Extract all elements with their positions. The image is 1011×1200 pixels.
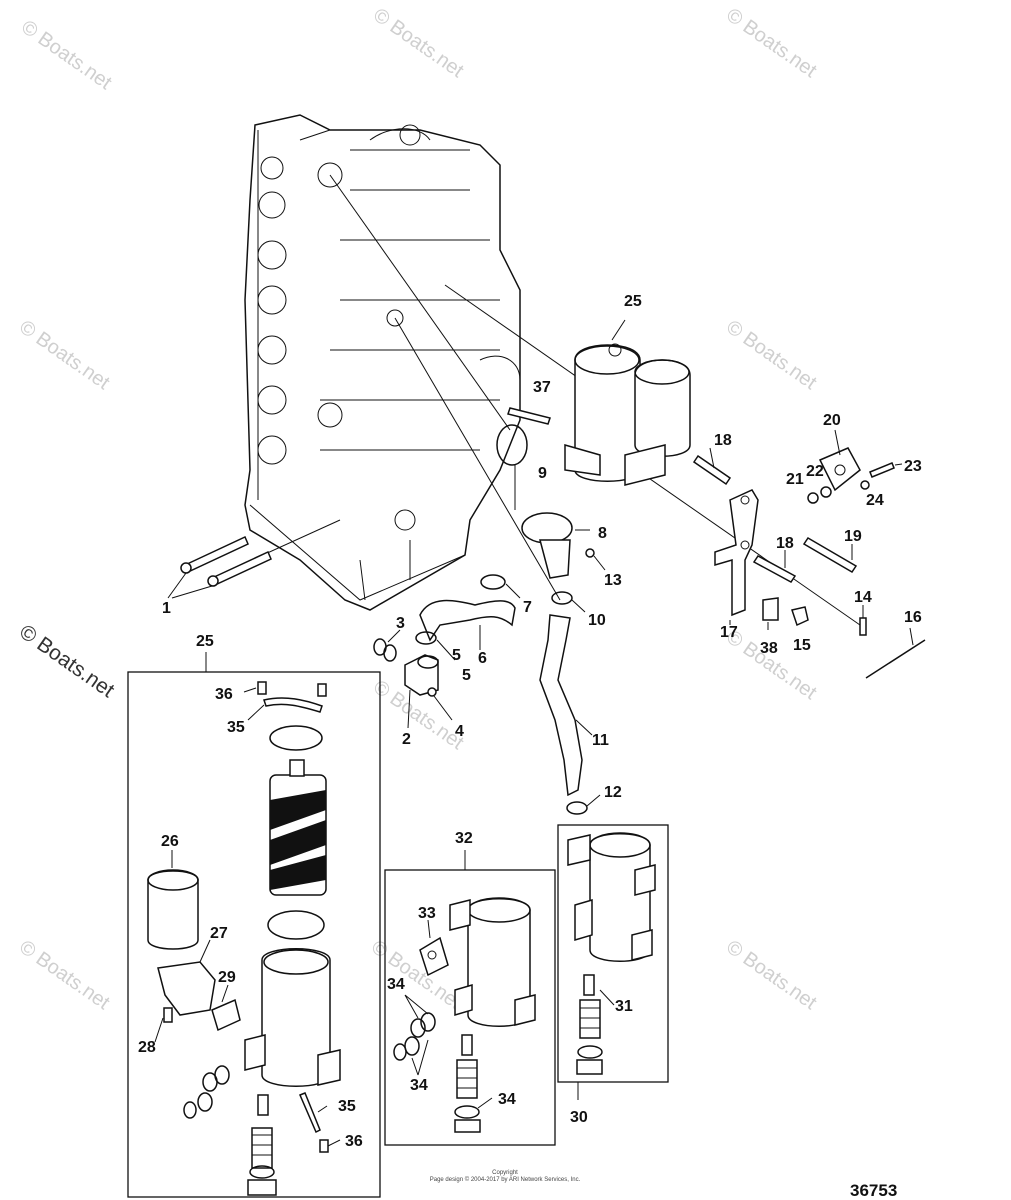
part-7-clamp bbox=[480, 574, 506, 590]
callout-4: 4 bbox=[455, 723, 464, 740]
callout-31: 31 bbox=[615, 998, 633, 1015]
callout-18: 18 bbox=[714, 432, 732, 449]
part-18-bolt bbox=[692, 454, 732, 486]
part-37-bolt bbox=[507, 407, 551, 425]
part-22-nut bbox=[820, 486, 832, 498]
callout-11: 11 bbox=[592, 732, 609, 749]
callout-35: 35 bbox=[227, 719, 245, 736]
callout-21: 21 bbox=[786, 471, 804, 488]
watermark: © Boats.net bbox=[15, 936, 114, 1014]
callout-37: 37 bbox=[533, 379, 551, 396]
callout-34: 34 bbox=[410, 1077, 428, 1094]
callout-36: 36 bbox=[215, 686, 233, 703]
callout-labels: 1 2 3 4 5 5 6 7 8 9 10 11 12 13 14 15 16… bbox=[138, 293, 922, 1150]
callout-33: 33 bbox=[418, 905, 436, 922]
part-5-ring bbox=[415, 631, 437, 645]
part-17-bracket bbox=[714, 489, 759, 625]
figure-number: 36753 bbox=[850, 1181, 897, 1200]
callout-35: 35 bbox=[338, 1098, 356, 1115]
copyright-line: Copyright bbox=[492, 1170, 518, 1176]
watermark: © Boats.net bbox=[722, 316, 821, 394]
callout-36: 36 bbox=[345, 1133, 363, 1150]
watermark: © Boats.net bbox=[369, 4, 468, 82]
part-38-clip bbox=[762, 597, 779, 621]
callout-3: 3 bbox=[396, 615, 405, 632]
watermark: © Boats.net bbox=[15, 316, 114, 394]
callout-9: 9 bbox=[538, 465, 547, 482]
callout-30: 30 bbox=[570, 1109, 588, 1126]
callout-26: 26 bbox=[161, 833, 179, 850]
callout-23: 23 bbox=[904, 458, 922, 475]
callout-34: 34 bbox=[498, 1091, 516, 1108]
watermark: © Boats.net bbox=[722, 4, 821, 82]
part-30-assembly bbox=[567, 832, 656, 1075]
callout-1: 1 bbox=[162, 600, 171, 617]
engine-block bbox=[244, 114, 521, 611]
callout-2: 2 bbox=[402, 731, 411, 748]
part-25-exploded bbox=[147, 681, 341, 1196]
part-18-bolt-lower bbox=[752, 555, 797, 583]
callout-19: 19 bbox=[844, 528, 862, 545]
callout-25: 25 bbox=[624, 293, 642, 310]
callout-14: 14 bbox=[854, 589, 872, 606]
callout-10: 10 bbox=[588, 612, 606, 629]
part-15-clip bbox=[791, 606, 809, 627]
callout-17: 17 bbox=[720, 624, 738, 641]
callout-22: 22 bbox=[806, 463, 824, 480]
callout-7: 7 bbox=[523, 599, 532, 616]
callout-15: 15 bbox=[793, 637, 811, 654]
part-23-screw bbox=[869, 462, 895, 478]
box-part-32 bbox=[384, 869, 556, 1146]
callout-32: 32 bbox=[455, 830, 473, 847]
callout-20: 20 bbox=[823, 412, 841, 429]
watermark: © Boats.net bbox=[367, 936, 466, 1014]
box-part-30 bbox=[557, 824, 669, 1083]
callout-25: 25 bbox=[196, 633, 214, 650]
callout-38: 38 bbox=[760, 640, 778, 657]
callout-12: 12 bbox=[604, 784, 622, 801]
callout-16: 16 bbox=[904, 609, 922, 626]
part-6-hose bbox=[419, 599, 516, 642]
callout-27: 27 bbox=[210, 925, 228, 942]
part-25-filter-assembly bbox=[564, 319, 691, 486]
part-32-assembly bbox=[393, 897, 536, 1133]
callout-34: 34 bbox=[387, 976, 405, 993]
callout-13: 13 bbox=[604, 572, 622, 589]
part-2-fitting bbox=[404, 654, 439, 729]
part-4-screw bbox=[427, 687, 437, 697]
part-16-rod bbox=[865, 639, 926, 679]
part-24-fastener bbox=[860, 480, 870, 490]
part-12-ring bbox=[566, 801, 588, 815]
callout-5: 5 bbox=[462, 667, 471, 684]
callout-5: 5 bbox=[452, 647, 461, 664]
part-20-gasket bbox=[818, 429, 861, 492]
watermark: © Boats.net bbox=[722, 936, 821, 1014]
part-19-bolt bbox=[802, 536, 858, 574]
callout-8: 8 bbox=[598, 525, 607, 542]
callout-24: 24 bbox=[866, 492, 884, 509]
part-3-orings bbox=[373, 629, 401, 662]
part-14-fastener bbox=[859, 617, 867, 636]
copyright-line: Page design © 2004-2017 by ARI Network S… bbox=[430, 1176, 581, 1183]
part-13-screw bbox=[585, 548, 606, 571]
callout-29: 29 bbox=[218, 969, 236, 986]
part-11-hose bbox=[539, 614, 583, 797]
callout-28: 28 bbox=[138, 1039, 156, 1056]
part-8-housing bbox=[521, 512, 590, 579]
callout-18: 18 bbox=[776, 535, 794, 552]
part-9-oring bbox=[496, 424, 528, 466]
watermark-dark: © Boats.net bbox=[15, 620, 118, 702]
box-part-25 bbox=[127, 671, 381, 1198]
part-21-washer bbox=[807, 492, 819, 504]
part-1-bolts bbox=[167, 535, 272, 599]
part-10-ring bbox=[551, 591, 573, 605]
callout-6: 6 bbox=[478, 650, 487, 667]
watermark: © Boats.net bbox=[17, 16, 116, 94]
